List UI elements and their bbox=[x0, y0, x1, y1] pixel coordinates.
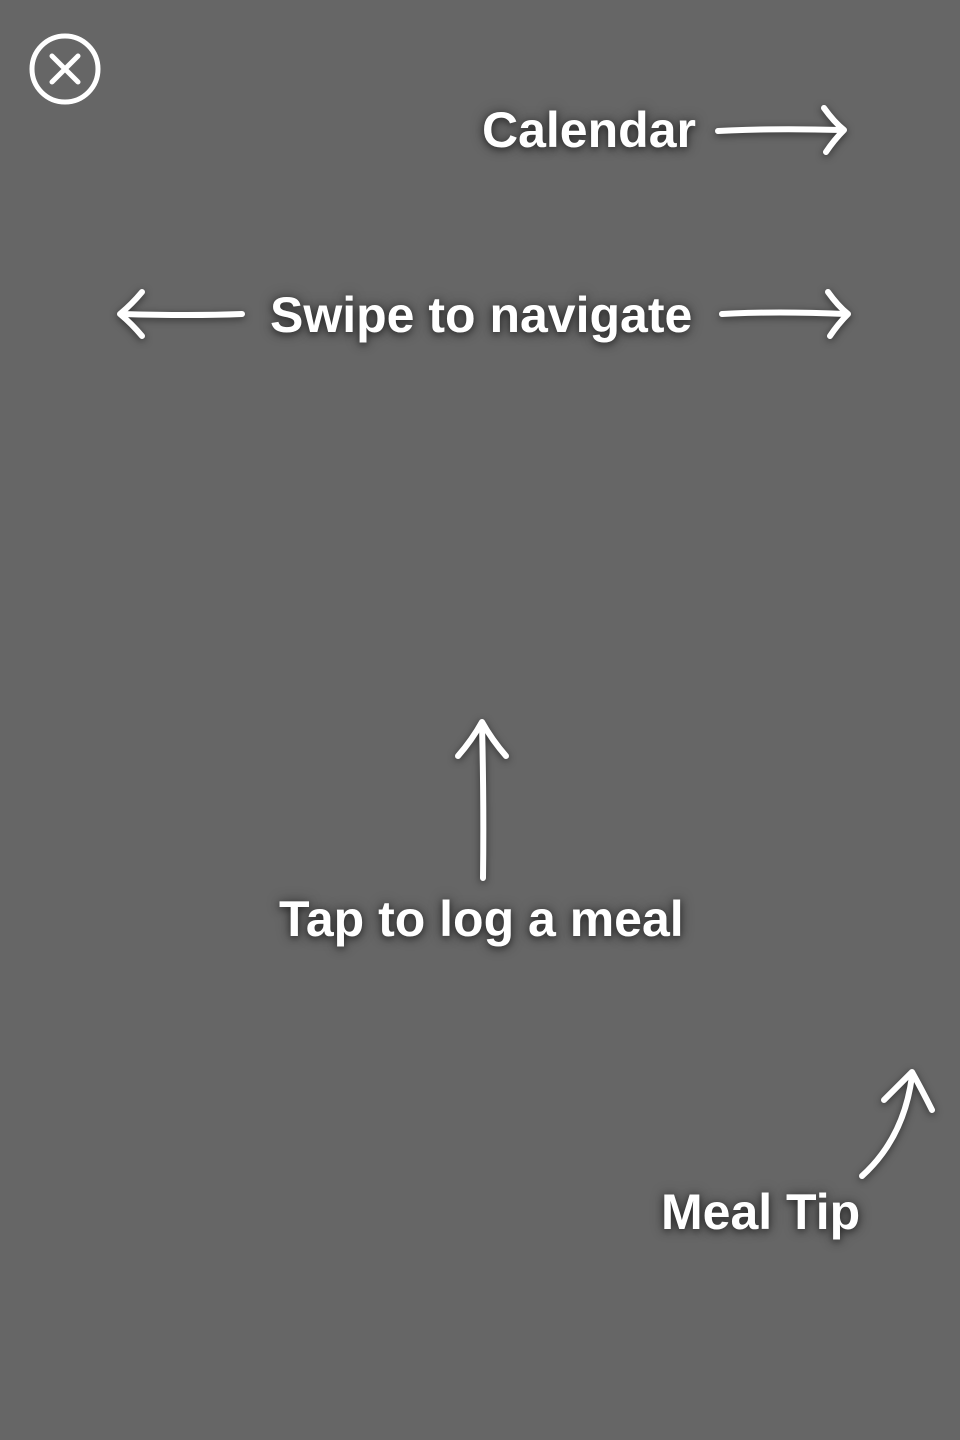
close-button[interactable] bbox=[29, 33, 101, 105]
meal-tip-hint-label: Meal Tip bbox=[661, 1184, 861, 1240]
close-circle-icon bbox=[29, 33, 101, 105]
calendar-arrow-right-icon bbox=[715, 105, 847, 155]
swipe-arrow-left-icon bbox=[117, 289, 245, 339]
meal-tip-curved-arrow-icon bbox=[859, 1069, 935, 1179]
tap-hint-label: Tap to log a meal bbox=[279, 891, 684, 947]
tap-arrow-up-icon bbox=[455, 719, 509, 881]
swipe-hint-label: Swipe to navigate bbox=[270, 287, 693, 343]
swipe-arrow-right-icon bbox=[719, 289, 851, 339]
calendar-hint-label: Calendar bbox=[482, 102, 696, 158]
